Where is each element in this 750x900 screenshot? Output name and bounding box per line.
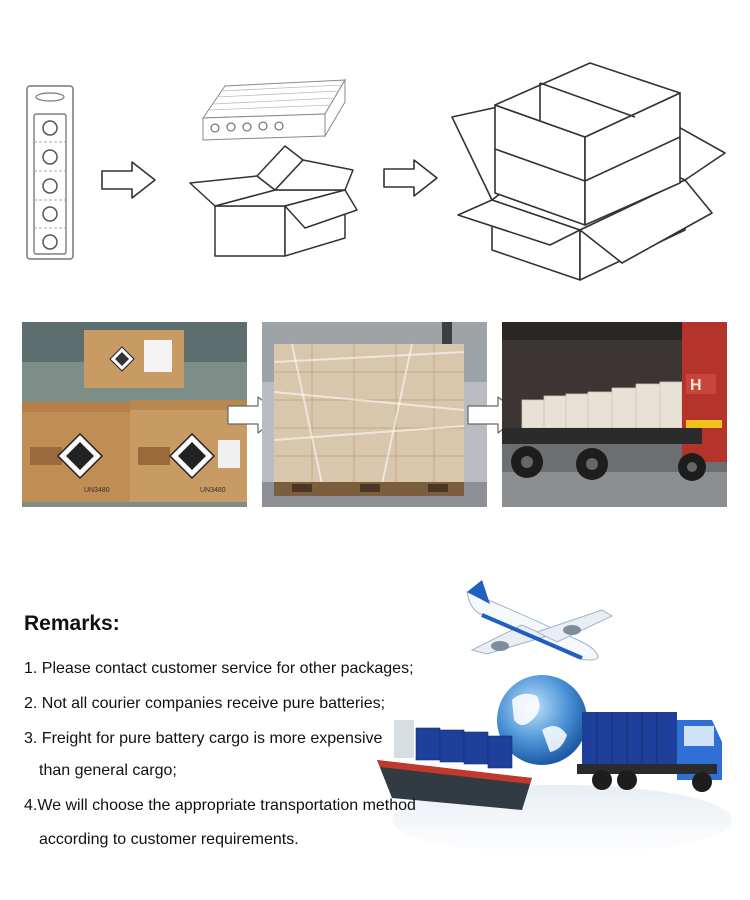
cargo-ship-icon (377, 720, 532, 810)
remark-line-3-continued: than general cargo; (39, 762, 177, 779)
remark-line-4: 4.We will choose the appropriate transpo… (24, 797, 416, 814)
remark-line-2: 2. Not all courier companies receive pur… (24, 695, 386, 712)
remark-line-1: 1. Please contact customer service for o… (24, 660, 414, 677)
remark-line-4-continued: according to customer requirements. (39, 831, 299, 848)
truck-loading-photo: H (502, 322, 727, 507)
remark-line-3: 3. Freight for pure battery cargo is mor… (24, 730, 383, 747)
global-transport-illustration (377, 580, 732, 855)
truck-side-letter: H (690, 377, 702, 394)
wrapped-pallet-photo (262, 322, 487, 507)
container-truck-icon (577, 712, 722, 792)
outline-right-arrow-icon (101, 161, 156, 199)
airplane-icon (466, 580, 614, 661)
un-mark-label: UN3480 (200, 487, 226, 494)
master-carton-illustration (451, 62, 726, 281)
blister-card-illustration (26, 85, 74, 260)
un-mark-label: UN3480 (84, 487, 110, 494)
outline-right-arrow-icon (383, 159, 438, 197)
hazard-labeled-boxes-photo: UN3480 UN3480 (22, 322, 247, 507)
cards-and-open-box-illustration (189, 78, 358, 257)
remarks-title: Remarks: (24, 612, 120, 635)
